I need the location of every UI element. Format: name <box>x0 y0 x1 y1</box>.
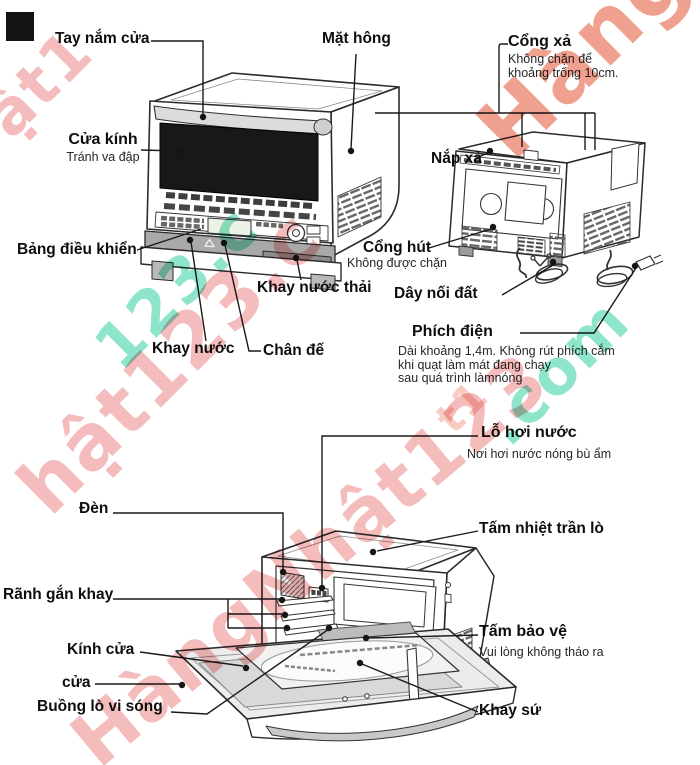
note-phich-dien-1: Dài khoảng 1,4m. Không rút phích cắm <box>398 344 615 358</box>
label-khay-nuoc: Khay nước <box>152 340 235 357</box>
note-cua-kinh: Tránh va đập <box>66 150 140 164</box>
label-cong-xa-group: Cổng xả Không chặn để khoảng trống 10cm. <box>508 33 619 80</box>
label-lo-hoi-nuoc: Lỗ hơi nước <box>481 424 577 441</box>
label-cua-kinh: Cửa kính <box>68 131 138 148</box>
label-cong-hut-group: Cổng hút Không được chặn <box>342 239 452 271</box>
label-ranh-gan-khay: Rãnh gắn khay <box>3 586 114 603</box>
note-phich-dien-2: khi quạt làm mát đang chạy <box>398 357 551 372</box>
label-bang-dieu-khien: Bảng điều khiển <box>17 241 137 258</box>
rear-view-illustration <box>448 131 664 288</box>
leader-dots <box>177 113 639 689</box>
note-cong-hut: Không được chặn <box>347 256 447 270</box>
label-kinh-cua: Kính cửa <box>67 641 135 658</box>
black-corner-marker <box>6 12 34 41</box>
label-khay-nuoc-thai: Khay nước thải <box>257 279 372 296</box>
label-tam-nhiet-tran-lo: Tấm nhiệt trần lò <box>479 520 604 537</box>
front-view-illustration <box>140 72 400 291</box>
leader-lines <box>95 40 637 715</box>
label-tay-nam-cua: Tay nắm cửa <box>55 30 150 47</box>
label-mat-hong: Mặt hông <box>322 30 391 47</box>
label-cua: cửa <box>62 674 91 691</box>
label-day-noi-dat: Dây nối đất <box>394 285 478 302</box>
note-lo-hoi-nuoc: Nơi hơi nước nóng bù ẩm <box>467 447 612 461</box>
label-den: Đèn <box>79 500 109 517</box>
label-cong-xa: Cổng xả <box>508 33 572 50</box>
note-phich-dien: Dài khoảng 1,4m. Không rút phích cắm khi… <box>398 344 615 386</box>
note-phich-dien-3: sau quá trình làmnóng <box>398 371 523 385</box>
label-phich-dien: Phích điện <box>412 323 493 340</box>
note-cong-xa-1: Không chặn để <box>508 52 593 66</box>
label-cua-kinh-group: Cửa kính Tránh va đập <box>60 131 146 165</box>
label-cong-hut: Cổng hút <box>362 239 431 256</box>
open-view-illustration <box>175 530 517 742</box>
label-buong-lo-vi-song: Buồng lò vi sóng <box>37 698 163 715</box>
label-khay-su: Khay sứ <box>479 702 542 719</box>
label-tam-bao-ve: Tấm bảo vệ <box>479 623 568 640</box>
label-chan-de: Chân đế <box>263 342 325 359</box>
note-cong-xa-2: khoảng trống 10cm. <box>508 65 619 80</box>
note-tam-bao-ve: Vui lòng không tháo ra <box>479 645 604 659</box>
label-nap-xa: Nắp xả <box>431 150 482 167</box>
